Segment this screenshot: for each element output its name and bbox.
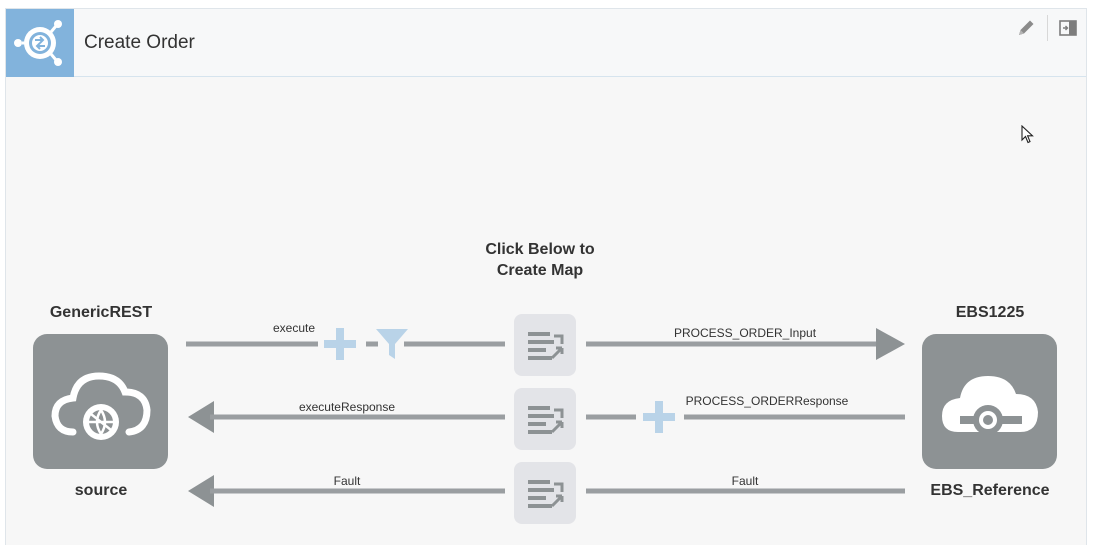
add-request-action-button[interactable] (322, 326, 358, 362)
integration-header: Create Order (6, 9, 1086, 77)
filter-button[interactable] (374, 326, 410, 362)
fault-source-label: Fault (333, 474, 361, 488)
cloud-adapter-icon (942, 376, 1038, 435)
pencil-icon (1019, 20, 1034, 35)
toolbar-divider (1047, 15, 1048, 41)
response-map-button[interactable] (514, 388, 576, 450)
source-role: source (74, 482, 128, 499)
mapper-icon (528, 406, 564, 434)
target-role: EBS_Reference (930, 482, 1050, 499)
fault-map-button[interactable] (514, 462, 576, 524)
integration-canvas: Create Order (5, 8, 1087, 545)
target-node[interactable] (922, 334, 1057, 469)
source-node[interactable] (33, 334, 168, 469)
response-source-label: executeResponse (298, 400, 396, 414)
target-name: EBS1225 (955, 304, 1025, 321)
add-response-action-button[interactable] (642, 400, 676, 434)
cloud-globe-icon (51, 372, 151, 440)
mapper-icon (528, 480, 564, 508)
integration-icon (6, 9, 74, 77)
request-source-label: execute (272, 321, 316, 335)
response-target-label: PROCESS_ORDERResponse (685, 394, 849, 408)
filter-icon (376, 329, 408, 359)
edit-button[interactable] (1014, 17, 1038, 39)
plus-icon (643, 401, 675, 433)
expand-panel-button[interactable] (1057, 17, 1079, 39)
mouse-cursor-icon (1021, 125, 1034, 144)
mapper-icon (528, 332, 564, 360)
expand-panel-icon (1059, 20, 1077, 36)
create-map-title: Click Below to Create Map (485, 241, 595, 279)
fault-target-label: Fault (731, 474, 759, 488)
request-target-label: PROCESS_ORDER_Input (673, 326, 817, 340)
page-title: Create Order (84, 32, 195, 53)
request-map-button[interactable] (514, 314, 576, 376)
plus-icon (324, 328, 356, 360)
source-name: GenericREST (49, 304, 153, 321)
